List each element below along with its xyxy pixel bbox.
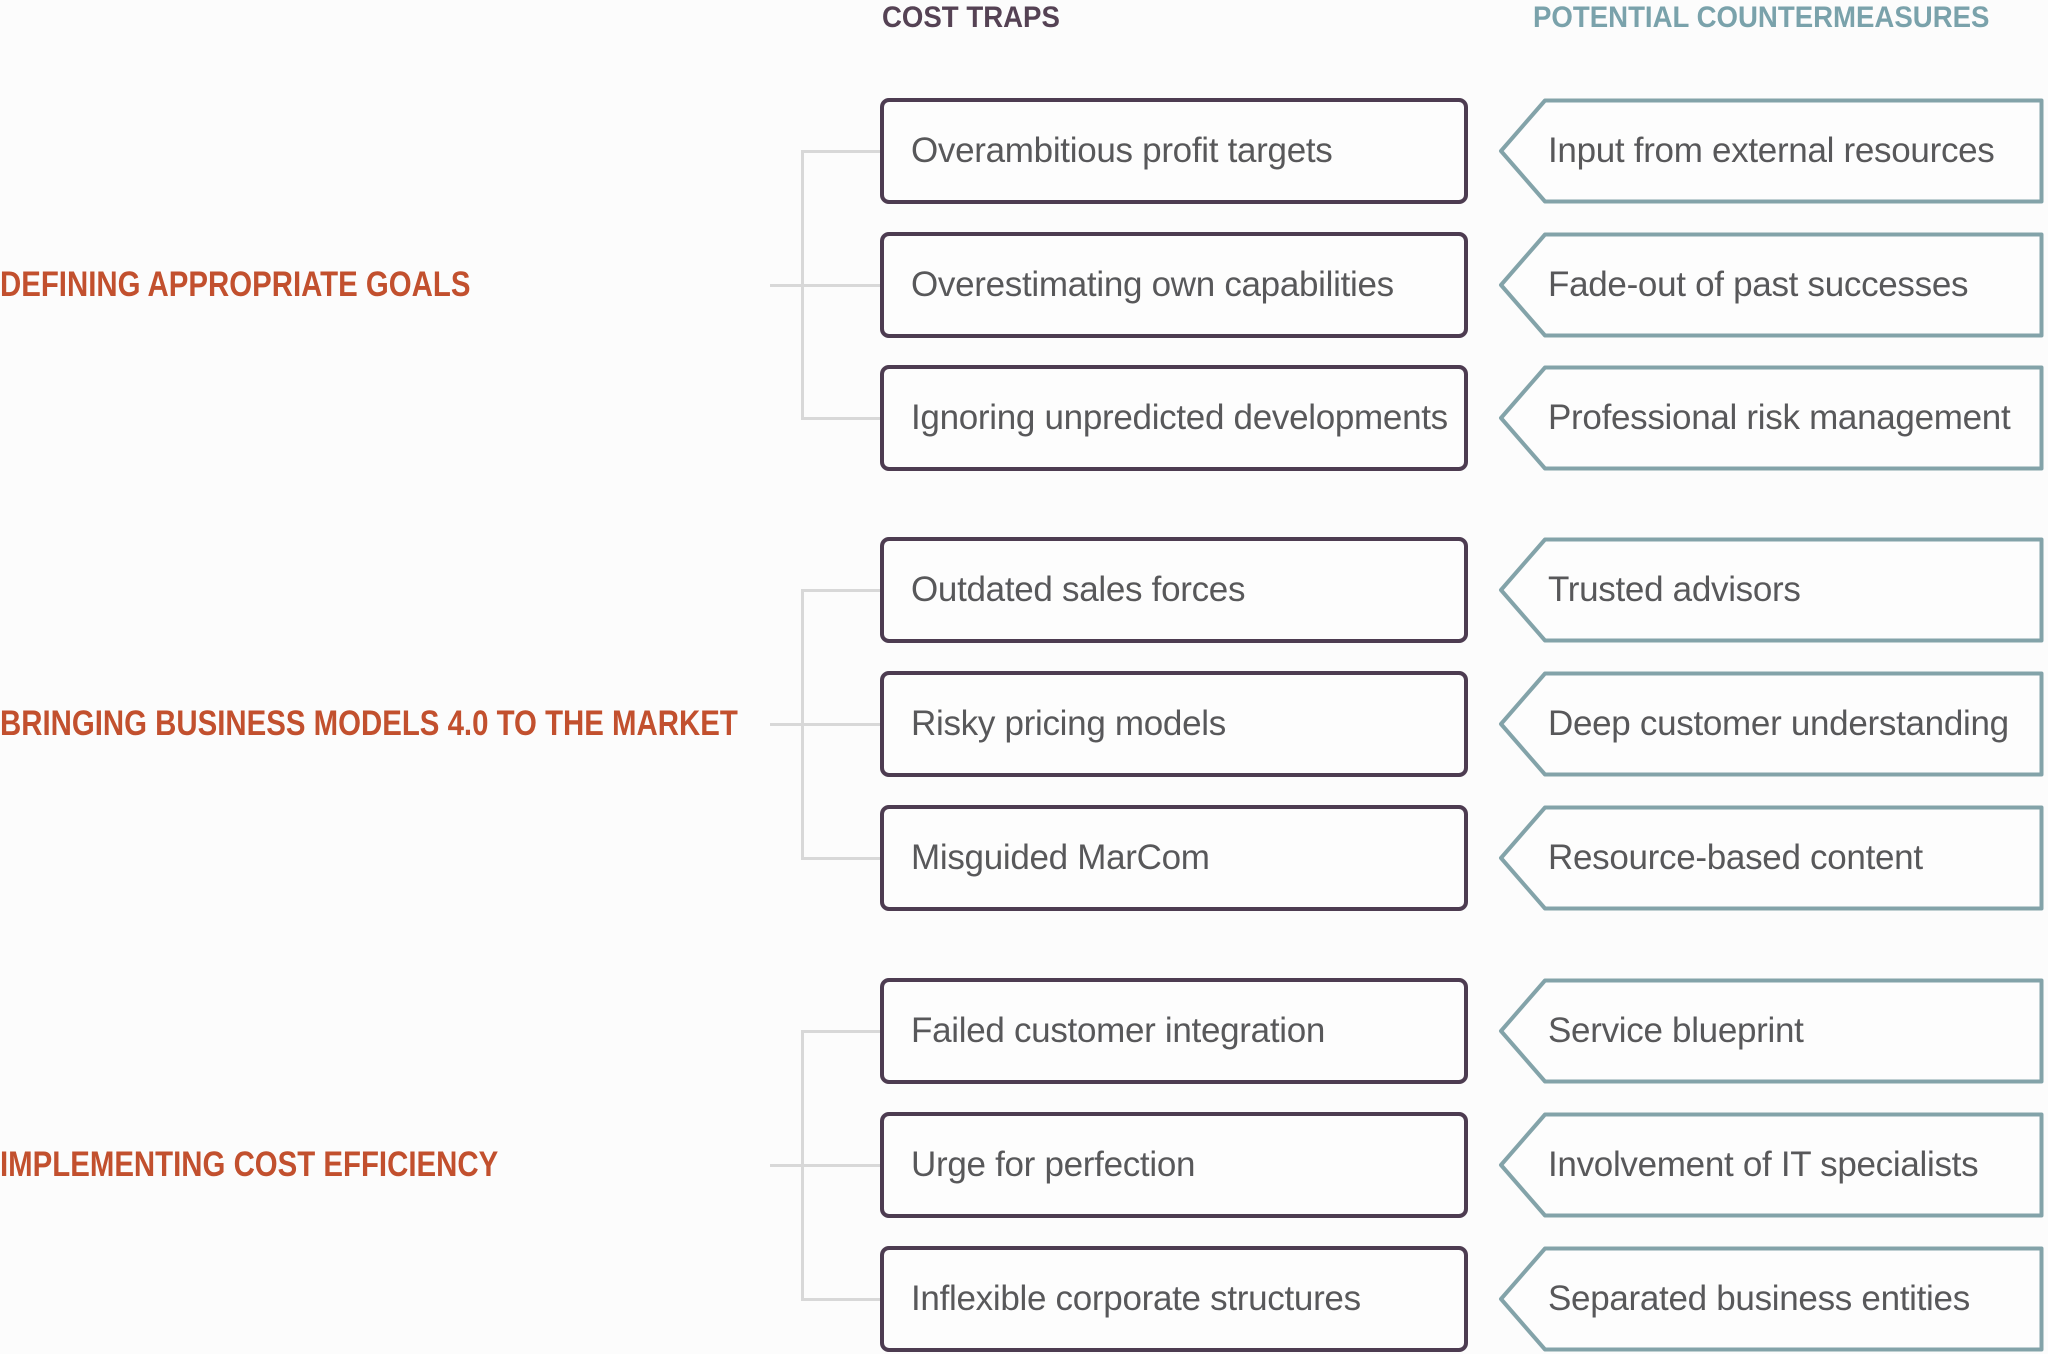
- countermeasure-label: Service blueprint: [1548, 1011, 1804, 1050]
- left-chevron-outline-icon: [1499, 232, 2044, 338]
- countermeasure-shape: Separated business entities: [1498, 1246, 2046, 1352]
- countermeasure-label: Fade-out of past successes: [1548, 265, 1969, 304]
- connector-vertical-line: [801, 149, 804, 420]
- cost-trap-box: Ignoring unpredicted developments: [880, 365, 1468, 471]
- group-label: IMPLEMENTING COST EFFICIENCY: [0, 1145, 499, 1184]
- cost-trap-label: Ignoring unpredicted developments: [911, 398, 1448, 437]
- connector-label-stub: [770, 1163, 880, 1167]
- cost-trap-box: Overambitious profit targets: [880, 98, 1468, 204]
- cost-trap-label: Overestimating own capabilities: [911, 265, 1394, 304]
- cost-trap-label: Overambitious profit targets: [911, 131, 1333, 170]
- cost-trap-label: Outdated sales forces: [911, 570, 1246, 609]
- cost-traps-column-header: COST TRAPS: [882, 1, 1060, 34]
- countermeasure-shape: Deep customer understanding: [1498, 671, 2046, 777]
- group-label: DEFINING APPROPRIATE GOALS: [0, 265, 471, 304]
- left-chevron-outline-icon: [1499, 1246, 2044, 1352]
- connector-row-stub: [803, 588, 880, 592]
- connector-row-stub: [803, 1297, 880, 1301]
- countermeasure-shape: Professional risk management: [1498, 365, 2046, 471]
- cost-trap-box: Risky pricing models: [880, 671, 1468, 777]
- left-chevron-outline-icon: [1499, 537, 2044, 643]
- countermeasure-shape: Fade-out of past successes: [1498, 232, 2046, 338]
- countermeasure-shape: Trusted advisors: [1498, 537, 2046, 643]
- countermeasure-shape: Resource-based content: [1498, 805, 2046, 911]
- cost-trap-box: Urge for perfection: [880, 1112, 1468, 1218]
- group-label: BRINGING BUSINESS MODELS 4.0 TO THE MARK…: [0, 704, 738, 743]
- connector-label-stub: [770, 283, 880, 287]
- connector-label-stub: [770, 722, 880, 726]
- countermeasure-label: Separated business entities: [1548, 1279, 1970, 1318]
- countermeasure-label: Deep customer understanding: [1548, 704, 2009, 743]
- left-chevron-outline-icon: [1499, 978, 2044, 1084]
- countermeasure-shape: Involvement of IT specialists: [1498, 1112, 2046, 1218]
- cost-trap-label: Misguided MarCom: [911, 838, 1210, 877]
- countermeasure-shape: Input from external resources: [1498, 98, 2046, 204]
- connector-row-stub: [803, 1029, 880, 1033]
- cost-trap-box: Failed customer integration: [880, 978, 1468, 1084]
- cost-trap-box: Inflexible corporate structures: [880, 1246, 1468, 1352]
- countermeasures-column-header: POTENTIAL COUNTERMEASURES: [1533, 1, 1990, 34]
- left-chevron-outline-icon: [1499, 805, 2044, 911]
- left-chevron-outline-icon: [1499, 671, 2044, 777]
- left-chevron-outline-icon: [1499, 98, 2044, 204]
- cost-trap-box: Outdated sales forces: [880, 537, 1468, 643]
- connector-row-stub: [803, 149, 880, 153]
- connector-vertical-line: [801, 1029, 804, 1301]
- connector-row-stub: [803, 416, 880, 420]
- cost-trap-label: Risky pricing models: [911, 704, 1226, 743]
- cost-trap-label: Failed customer integration: [911, 1011, 1326, 1050]
- cost-trap-box: Misguided MarCom: [880, 805, 1468, 911]
- cost-trap-box: Overestimating own capabilities: [880, 232, 1468, 338]
- countermeasure-label: Resource-based content: [1548, 838, 1923, 877]
- countermeasure-label: Input from external resources: [1548, 131, 1995, 170]
- countermeasure-label: Involvement of IT specialists: [1548, 1145, 1979, 1184]
- countermeasure-label: Professional risk management: [1548, 398, 2011, 437]
- countermeasure-shape: Service blueprint: [1498, 978, 2046, 1084]
- left-chevron-outline-icon: [1499, 365, 2044, 471]
- countermeasure-label: Trusted advisors: [1548, 570, 1801, 609]
- connector-row-stub: [803, 856, 880, 860]
- cost-trap-label: Inflexible corporate structures: [911, 1279, 1361, 1318]
- connector-vertical-line: [801, 588, 804, 860]
- cost-trap-label: Urge for perfection: [911, 1145, 1196, 1184]
- left-chevron-outline-icon: [1499, 1112, 2044, 1218]
